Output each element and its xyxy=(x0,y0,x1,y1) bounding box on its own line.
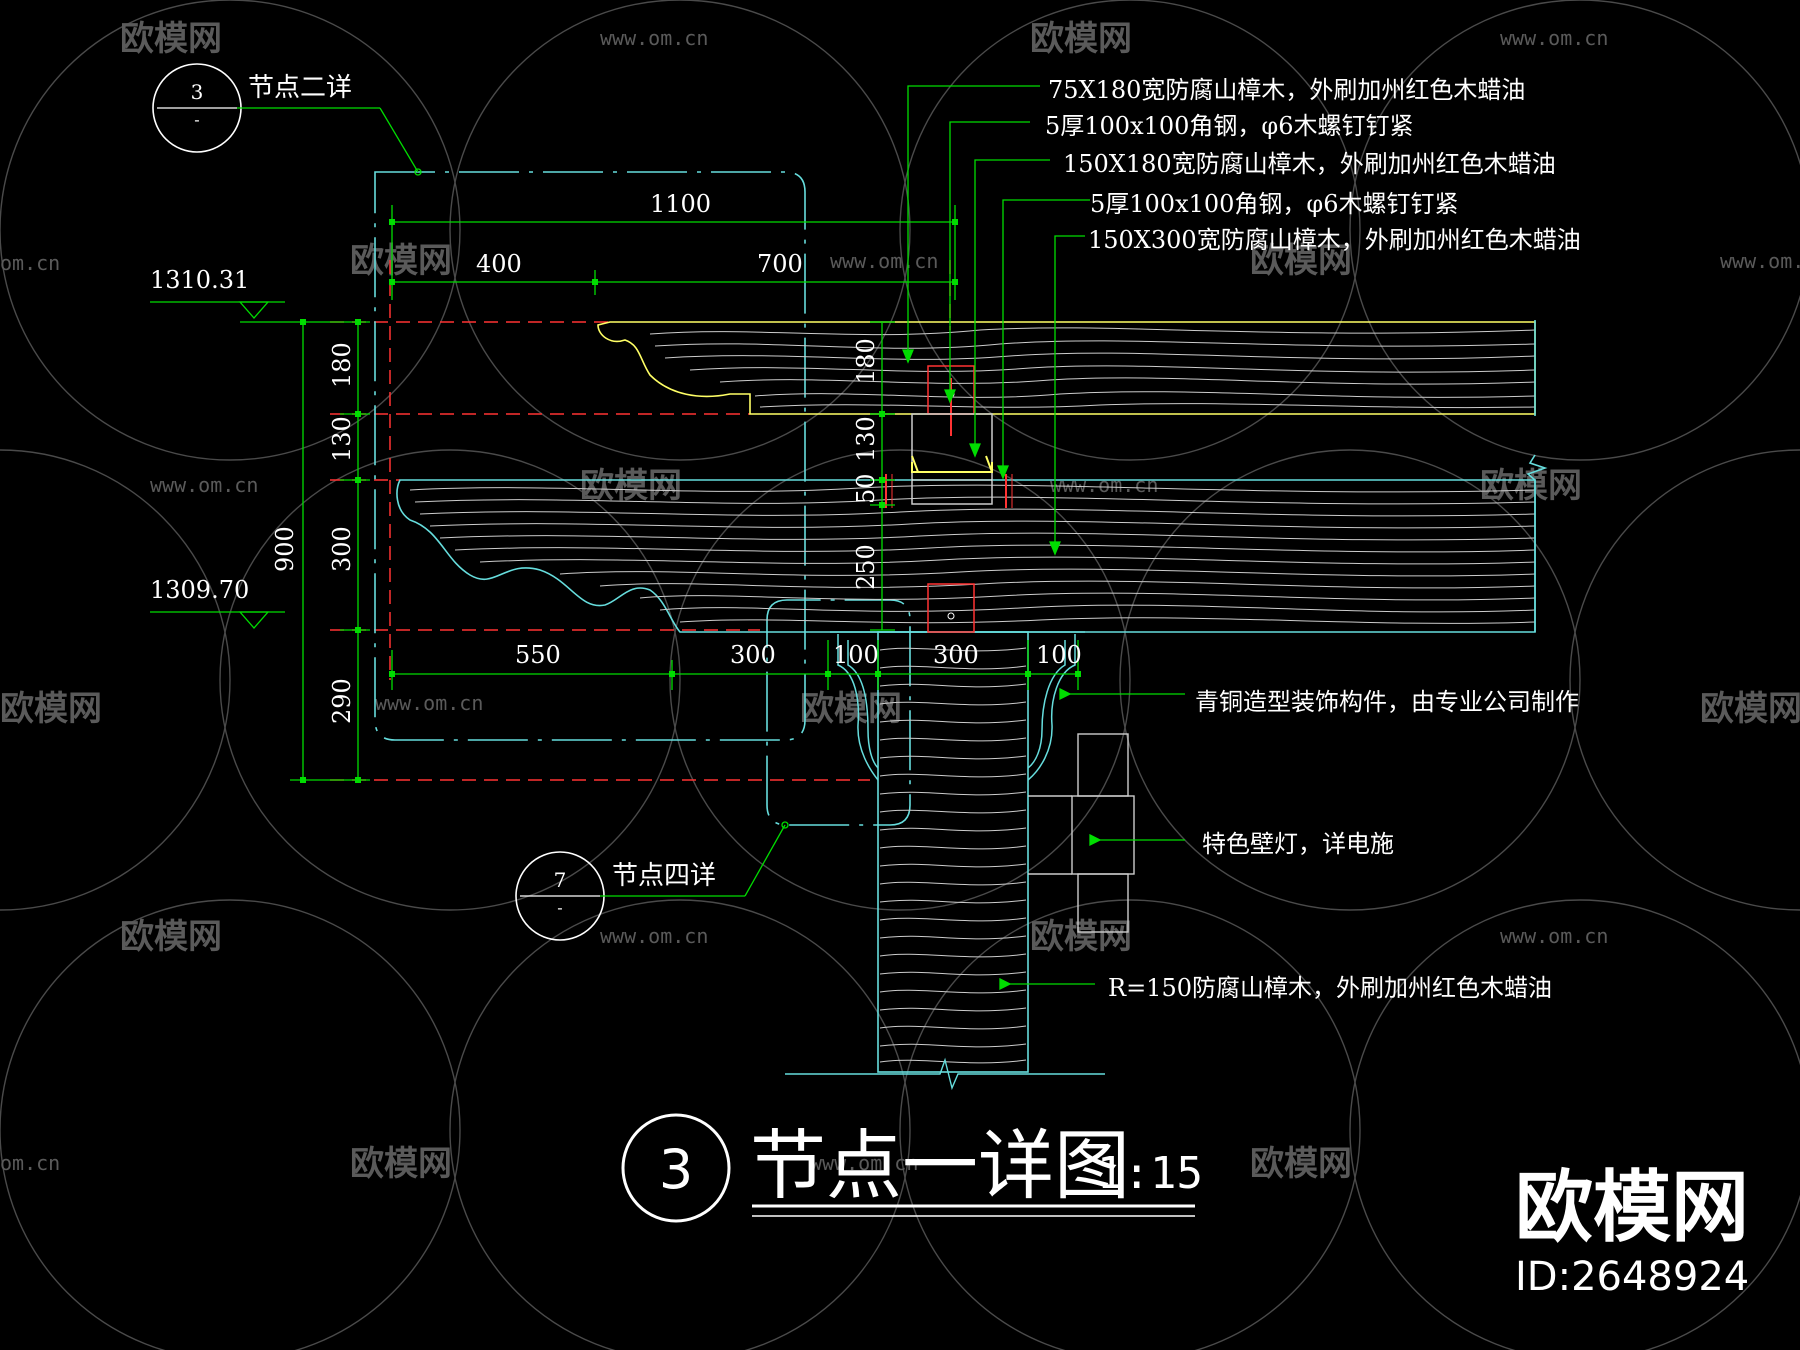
dim-300a: 300 xyxy=(730,641,776,669)
wm-logo: 欧模网 xyxy=(120,917,222,957)
note-angle-steel-2: 5厚100x100角钢，φ6木螺钉钉紧 xyxy=(1090,190,1459,218)
callout-node2-number: 3 xyxy=(191,80,204,104)
wm-site: www.om.cn xyxy=(375,691,483,715)
elevation-markers xyxy=(150,301,285,629)
corner-watermark: 欧模网 ID:2648924 xyxy=(1515,1163,1749,1300)
wm-site: www.om.cn xyxy=(830,249,938,273)
wm-site: www.om.cn xyxy=(1500,26,1608,50)
callout-node2: 3 - 节点二详 xyxy=(152,63,422,176)
wm-site: www.om.cn xyxy=(1500,924,1608,948)
title-scale: 1:15 xyxy=(1097,1148,1203,1199)
wm-logo: 欧模网 xyxy=(1030,917,1132,957)
wm-logo: 欧模网 xyxy=(1480,466,1582,506)
elevation-top-label: 1310.31 xyxy=(150,266,249,294)
wm-site: om.cn xyxy=(0,1151,60,1175)
dim-mid-50: 50 xyxy=(852,473,880,504)
dim-300: 300 xyxy=(328,526,356,572)
note-leader-lines xyxy=(902,85,1185,991)
drawing-title: 3 节点一详图 1:15 xyxy=(621,1113,1203,1223)
corner-brand: 欧模网 xyxy=(1515,1163,1749,1253)
wm-logo: 欧模网 xyxy=(1250,241,1352,281)
corner-id: ID:2648924 xyxy=(1515,1254,1749,1300)
wm-logo: 欧模网 xyxy=(1250,1144,1352,1184)
dimension-lines xyxy=(240,205,1081,783)
wm-logo: 欧模网 xyxy=(1030,19,1132,59)
note-75x180-beam: 75X180宽防腐山樟木，外刷加州红色木蜡油 xyxy=(1048,76,1525,104)
dim-130: 130 xyxy=(328,416,356,462)
elevation-labels: 1310.31 1309.70 xyxy=(150,266,249,604)
dim-100a: 100 xyxy=(833,641,879,669)
wm-site: www.om.cn xyxy=(810,1151,918,1175)
dim-mid-180: 180 xyxy=(852,338,880,384)
dim-900: 900 xyxy=(271,526,299,572)
wm-logo: 欧模网 xyxy=(350,1144,452,1184)
wm-logo: 欧模网 xyxy=(1700,689,1800,729)
note-150x180-beam: 150X180宽防腐山樟木，外刷加州红色木蜡油 xyxy=(1063,150,1556,178)
dim-550: 550 xyxy=(515,641,561,669)
upper-beam xyxy=(597,320,1536,416)
wm-site: www.om.cn xyxy=(1050,473,1158,497)
wm-logo: 欧模网 xyxy=(350,241,452,281)
dim-mid-250: 250 xyxy=(852,544,880,590)
callout-node4: 7 - 节点四详 xyxy=(515,821,789,941)
wm-logo: 欧模网 xyxy=(0,689,102,729)
dim-180: 180 xyxy=(328,342,356,388)
wall-lamp xyxy=(1028,733,1135,933)
dim-300b: 300 xyxy=(933,641,979,669)
wm-logo: 欧模网 xyxy=(120,19,222,59)
callout-node2-sub: - xyxy=(194,110,199,129)
title-circle-number: 3 xyxy=(659,1138,693,1201)
wm-logo: 欧模网 xyxy=(800,689,902,729)
dim-1100: 1100 xyxy=(650,190,711,218)
dim-mid-130: 130 xyxy=(852,416,880,462)
watermark-logos: 欧模网 欧模网 www.om.cn www.om.cn om.cn 欧模网 ww… xyxy=(0,19,1800,1184)
wm-site: om.cn xyxy=(0,251,60,275)
detail-node-outlines xyxy=(374,171,911,826)
note-angle-steel-1: 5厚100x100角钢，φ6木螺钉钉紧 xyxy=(1045,112,1414,140)
wm-site: www.om.cn xyxy=(150,473,258,497)
dimension-texts: 1100 400 700 550 300 100 300 100 900 180… xyxy=(271,190,1082,724)
callout-node4-number: 7 xyxy=(554,868,567,892)
wm-logo: 欧模网 xyxy=(580,466,682,506)
wm-site: www.om.cn xyxy=(600,26,708,50)
dim-100b: 100 xyxy=(1036,641,1082,669)
note-bronze-ornament: 青铜造型装饰构件，由专业公司制作 xyxy=(1195,688,1579,716)
elevation-bottom-label: 1309.70 xyxy=(150,576,249,604)
dim-290: 290 xyxy=(328,678,356,724)
dim-400: 400 xyxy=(476,250,522,278)
note-texts: 75X180宽防腐山樟木，外刷加州红色木蜡油 5厚100x100角钢，φ6木螺钉… xyxy=(1045,76,1581,1002)
red-reference-lines xyxy=(330,260,951,781)
callout-node4-label: 节点四详 xyxy=(612,861,716,891)
lower-beam xyxy=(396,454,1548,633)
note-150x300-beam: 150X300宽防腐山樟木，外刷加州红色木蜡油 xyxy=(1088,226,1581,254)
wm-site: www.om.cn xyxy=(1720,249,1800,273)
note-wall-lamp: 特色壁灯，详电施 xyxy=(1202,830,1394,858)
note-column: R=150防腐山樟木，外刷加州红色木蜡油 xyxy=(1108,974,1552,1002)
callout-node2-label: 节点二详 xyxy=(248,73,352,103)
dim-700: 700 xyxy=(757,250,803,278)
title-text: 节点一详图 xyxy=(750,1121,1130,1210)
callout-node4-sub: - xyxy=(557,898,562,917)
wm-site: www.om.cn xyxy=(600,924,708,948)
